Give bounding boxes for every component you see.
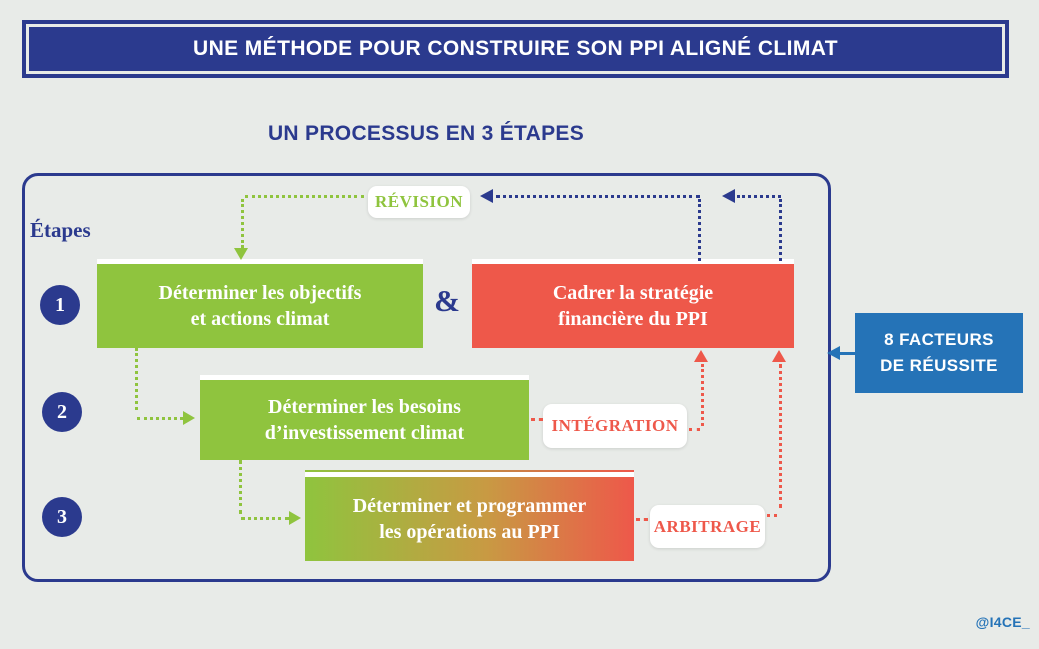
step-1-badge: 1 <box>40 285 80 325</box>
arbitrage-label: ARBITRAGE <box>650 505 765 548</box>
arbitrage-to-finance-line-v <box>779 364 782 508</box>
step-2-box: Déterminer les besoins d’investissement … <box>200 380 529 460</box>
finance-to-revision-line-v2 <box>779 199 782 261</box>
step-3-badge: 3 <box>42 497 82 537</box>
arbitrage-curve-dots <box>767 514 777 517</box>
financial-strategy-box: Cadrer la stratégie financière du PPI <box>472 264 794 348</box>
integration-curve-dots <box>689 428 700 431</box>
dotted-up-arrow-icon <box>772 350 786 362</box>
title-banner-fill: UNE MÉTHODE POUR CONSTRUIRE SON PPI ALIG… <box>29 27 1002 71</box>
revision-to-step1-line-v <box>241 199 244 248</box>
step-3-line-1: Déterminer et programmer <box>352 495 587 517</box>
step-2-badge: 2 <box>42 392 82 432</box>
solid-left-arrow-icon <box>827 346 840 360</box>
financial-strategy-line-2: financière du PPI <box>558 308 708 330</box>
step2-to-step3-line-h <box>241 517 289 520</box>
step2-to-step3-line-v <box>239 460 242 514</box>
step-2-line-1: Déterminer les besoins <box>268 396 461 418</box>
step-1-box: Déterminer les objectifs et actions clim… <box>97 264 423 348</box>
stages-label: Étapes <box>30 218 91 242</box>
dotted-up-arrow-icon <box>694 350 708 362</box>
dotted-left-arrow-icon <box>722 189 735 203</box>
success-factors-line-1: 8 FACTEURS <box>884 330 994 349</box>
integration-label: INTÉGRATION <box>543 404 687 448</box>
credit-handle: @I4CE_ <box>975 614 1030 630</box>
revision-label: RÉVISION <box>368 186 470 218</box>
step1-to-step2-line-h <box>137 417 183 420</box>
title-banner: UNE MÉTHODE POUR CONSTRUIRE SON PPI ALIG… <box>22 20 1009 78</box>
finance-to-revision-line-h1 <box>496 195 700 198</box>
step-3-line-2: les opérations au PPI <box>379 521 560 543</box>
finance-to-revision-line-v1 <box>698 199 701 261</box>
ampersand: & <box>434 283 460 318</box>
success-factors-line-2: DE RÉUSSITE <box>880 356 998 375</box>
page-title: UNE MÉTHODE POUR CONSTRUIRE SON PPI ALIG… <box>193 37 838 60</box>
revision-to-step1-line-h <box>245 195 364 198</box>
dotted-down-arrow-icon <box>234 248 248 260</box>
section-heading: UN PROCESSUS EN 3 ÉTAPES <box>267 122 585 145</box>
financial-strategy-line-1: Cadrer la stratégie <box>552 282 714 304</box>
step3-to-arbitrage-dots <box>636 518 648 521</box>
finance-to-revision-line-h2 <box>737 195 781 198</box>
dotted-right-arrow-icon <box>289 511 301 525</box>
dotted-left-arrow-icon <box>480 189 493 203</box>
step2-to-integration-dots <box>531 418 543 421</box>
step1-to-step2-line-v <box>135 348 138 410</box>
dotted-right-arrow-icon <box>183 411 195 425</box>
process-container <box>22 173 831 582</box>
integration-to-finance-line-v <box>701 364 704 426</box>
step-2-line-2: d’investissement climat <box>264 422 465 444</box>
success-factors-box: 8 FACTEURS DE RÉUSSITE <box>855 313 1023 393</box>
step-1-line-1: Déterminer les objectifs <box>158 282 362 304</box>
step-1-line-2: et actions climat <box>190 308 330 330</box>
step-3-box: Déterminer et programmer les opérations … <box>305 470 634 561</box>
success-factors-arrow-shaft <box>839 352 855 355</box>
